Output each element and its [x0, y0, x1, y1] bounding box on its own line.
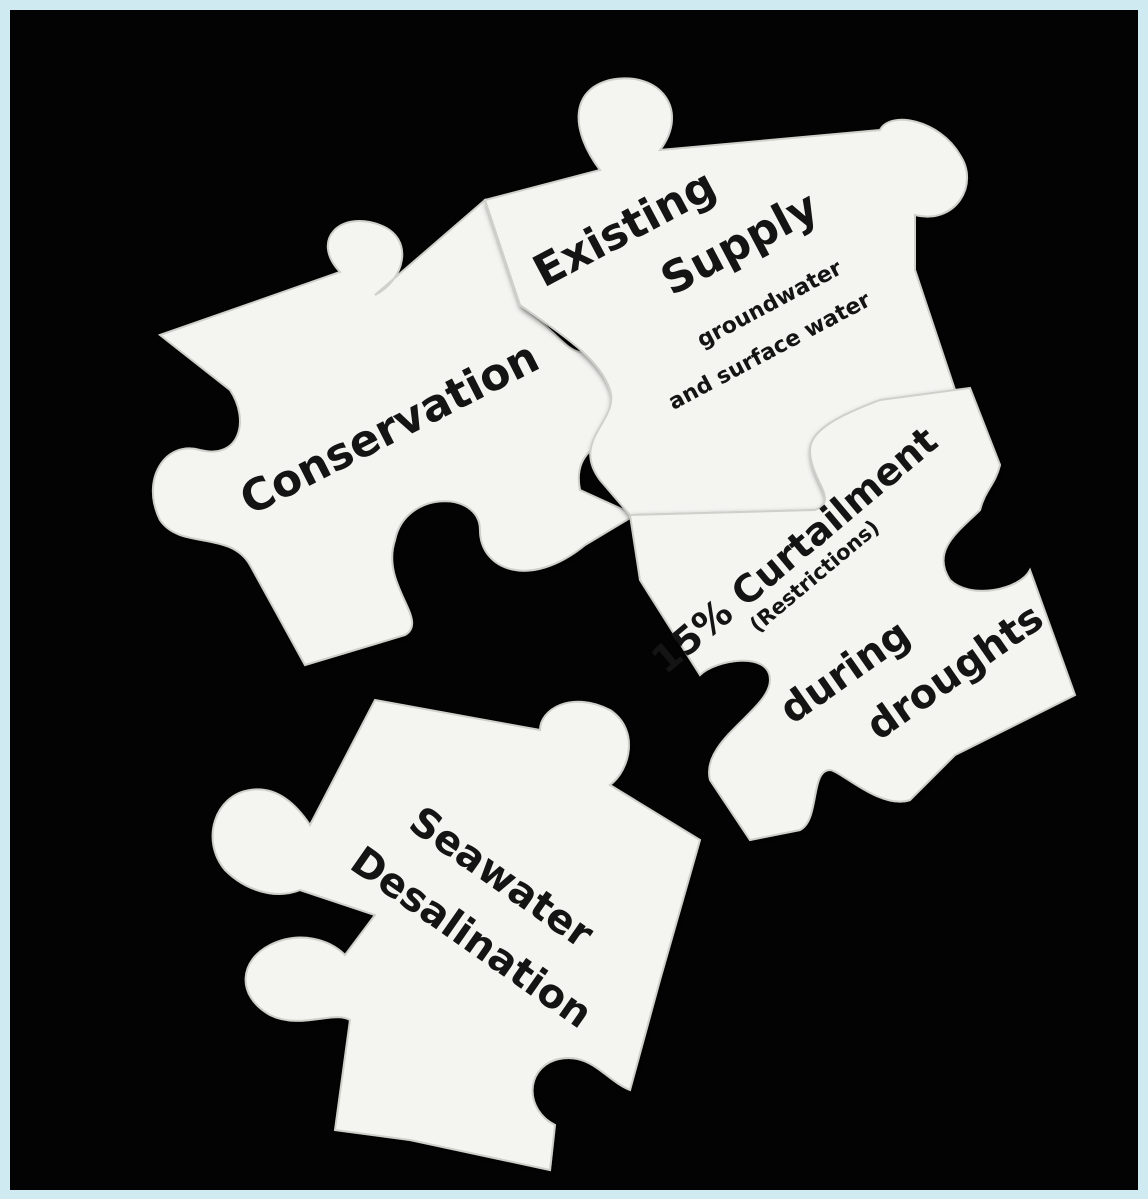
conservation-piece — [151, 198, 674, 667]
existing-supply-piece — [483, 77, 969, 517]
curtailment-piece — [628, 386, 1077, 842]
puzzle-photo: Conservation Existing Supply groundwater… — [10, 10, 1138, 1190]
puzzle-pieces-graphic — [151, 77, 1077, 1172]
desalination-piece — [211, 698, 702, 1172]
